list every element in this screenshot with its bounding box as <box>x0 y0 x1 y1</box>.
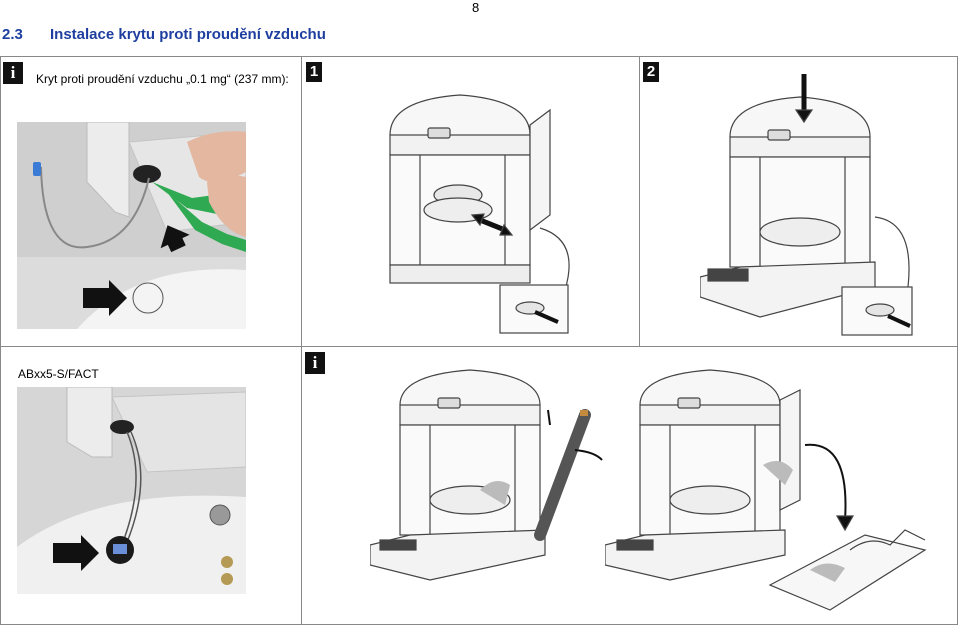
step-badge-1: 1 <box>306 62 322 82</box>
cable-connector-photo <box>17 387 246 594</box>
info-icon: i <box>3 62 23 84</box>
cleaning-glass-illustration <box>604 360 935 615</box>
cable-cutting-photo <box>17 122 246 329</box>
step1-balance-illustration <box>380 80 580 338</box>
removing-glass-illustration <box>369 360 610 585</box>
column-divider <box>639 56 640 346</box>
row-divider <box>0 346 958 347</box>
info-caption: Kryt proti proudění vzduchu „0.1 mg“ (23… <box>36 72 289 86</box>
page-number: 8 <box>472 0 480 15</box>
column-divider <box>301 56 302 625</box>
step2-balance-illustration <box>699 72 915 338</box>
figure-table <box>0 56 958 625</box>
variant-label: ABxx5-S/FACT <box>18 367 99 381</box>
section-number: 2.3 <box>2 26 23 43</box>
step-badge-2: 2 <box>643 62 659 82</box>
section-title: Instalace krytu proti proudění vzduchu <box>50 26 326 43</box>
info-icon: i <box>305 352 325 374</box>
